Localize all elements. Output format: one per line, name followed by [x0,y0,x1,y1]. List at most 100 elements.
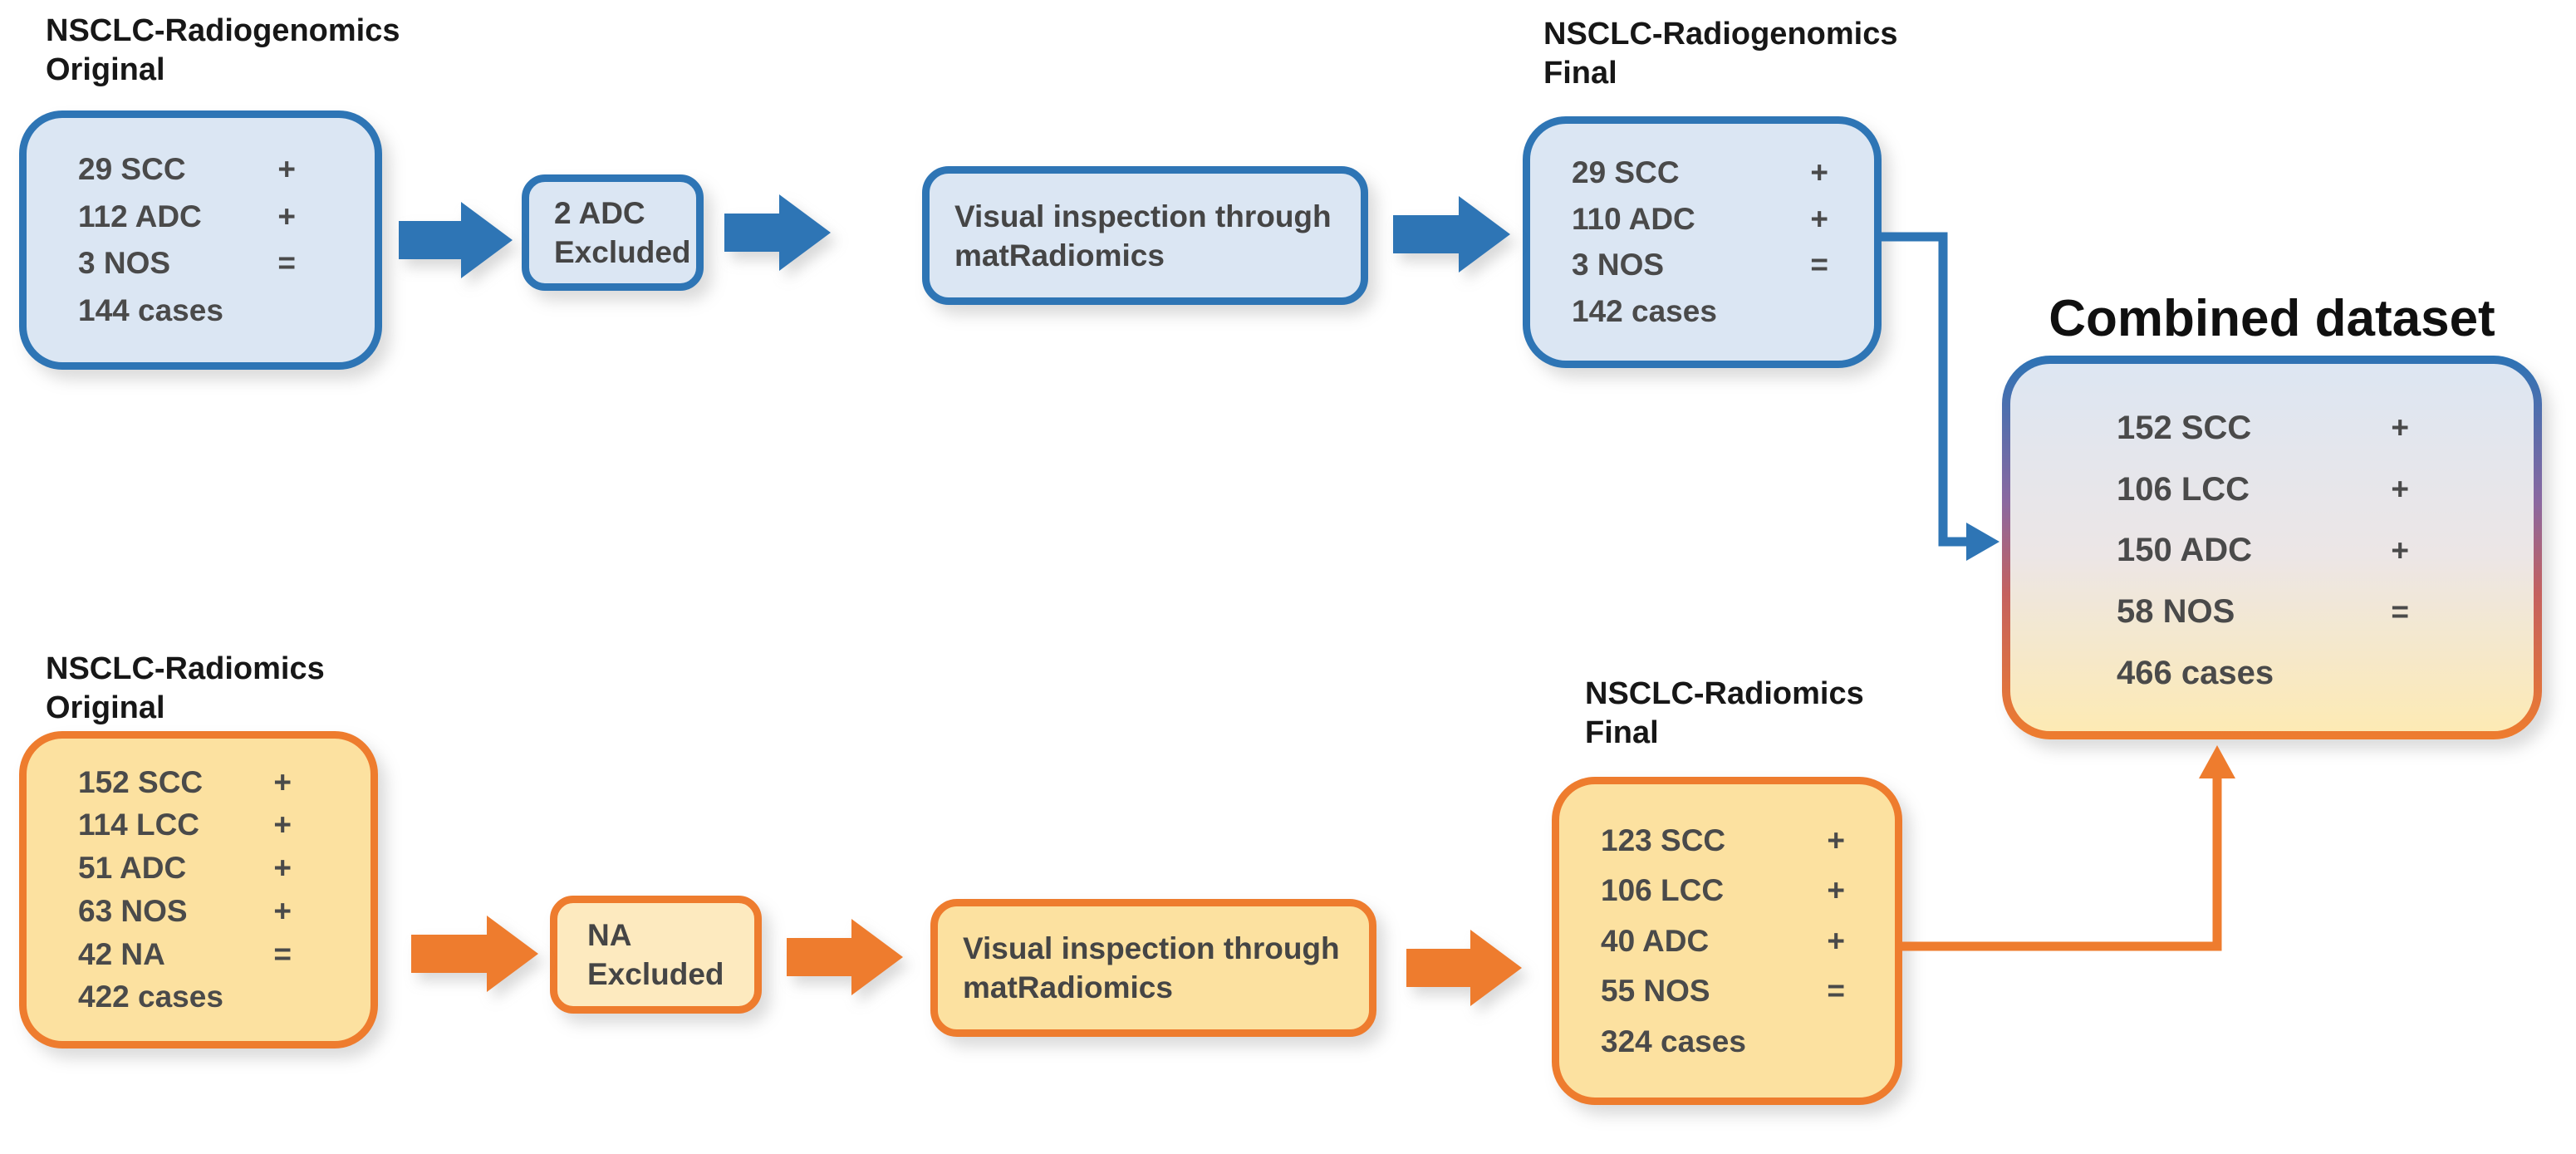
dataset-row: 466 cases [2117,655,2409,692]
row-label: 51 ADC [78,851,187,886]
row-label: 150 ADC [2117,532,2253,569]
row-label: 106 LCC [1601,873,1725,907]
label-line: Original [46,690,165,725]
row-label: 29 SCC [78,151,186,186]
row-symbol: + [273,851,292,886]
combined-dataset-title: Combined dataset [2049,290,2495,347]
dataset-row: 422 cases [78,980,292,1014]
dataset-row: 51 ADC + [78,851,292,886]
label-line: Original [46,52,165,87]
dataset-row: 29 SCC + [78,152,296,187]
box-line: matRadiomics [963,970,1173,1004]
row-label: 40 ADC [1601,923,1710,958]
dataset-row: 29 SCC + [1572,155,1828,190]
combined-dataset-box: 152 SCC + 106 LCC + 150 ADC + 58 NOS = 4… [2002,356,2542,739]
radiogenomics-original-box: 29 SCC + 112 ADC + 3 NOS = 144 cases [19,110,382,370]
row-symbol: + [2391,410,2409,445]
row-symbol: = [1827,974,1845,1008]
visual-inspection-box-top: Visual inspection through matRadiomics [922,166,1368,305]
row-label: 422 cases [78,980,223,1014]
elbow-connector-orange [1901,773,2222,951]
dataset-row: 110 ADC + [1572,202,1828,237]
row-symbol: + [273,808,292,842]
row-label: 106 LCC [2117,470,2250,508]
box-line: Excluded [554,235,691,269]
row-label: 63 NOS [78,893,188,928]
row-label: 144 cases [78,293,223,328]
row-label: 55 NOS [1601,974,1710,1008]
adc-excluded-box: 2 ADC Excluded [522,174,704,291]
label-line: NSCLC-Radiomics [1585,676,1864,711]
row-symbol: + [1810,201,1828,236]
dataset-row: 58 NOS = [2117,593,2409,631]
dataset-row: 55 NOS = [1601,974,1845,1009]
dataset-row: 63 NOS + [78,894,292,929]
dataset-row: 123 SCC + [1601,823,1845,858]
dataset-row: 106 LCC + [2117,471,2409,508]
row-symbol: = [277,246,296,281]
row-symbol: + [2391,472,2409,507]
row-label: 42 NA [78,936,165,971]
radiomics-final-label: NSCLC-Radiomics Final [1585,675,1864,753]
row-symbol: + [1810,155,1828,189]
radiogenomics-original-label: NSCLC-Radiogenomics Original [46,12,400,90]
row-symbol: = [273,936,292,971]
row-symbol: + [273,893,292,928]
row-label: 152 SCC [78,764,204,799]
row-symbol: + [1827,923,1845,958]
arrow-right-icon [411,916,538,992]
row-label: 110 ADC [1572,201,1695,236]
label-line: NSCLC-Radiogenomics [46,13,400,48]
row-label: 3 NOS [1572,248,1665,282]
row-label: 114 LCC [78,808,200,842]
label-line: Final [1585,715,1659,750]
box-line: Visual inspection through [963,931,1340,965]
box-line: 2 ADC [554,196,645,230]
dataset-row: 112 ADC + [78,199,296,234]
visual-inspection-box-bottom: Visual inspection through matRadiomics [930,899,1376,1037]
arrow-right-icon [399,202,513,278]
arrow-right-icon [787,919,903,995]
radiomics-original-label: NSCLC-Radiomics Original [46,650,325,728]
label-line: NSCLC-Radiogenomics [1543,17,1898,52]
radiogenomics-final-label: NSCLC-Radiogenomics Final [1543,15,1897,93]
row-label: 58 NOS [2117,593,2235,631]
block-arrows [399,194,1522,1006]
arrow-right-icon [1406,930,1522,1006]
row-symbol: + [277,151,296,186]
arrowhead-up-icon [2199,745,2235,778]
dataset-row: 144 cases [78,293,296,328]
row-label: 142 cases [1572,294,1717,329]
row-symbol: + [273,764,292,799]
label-line: Final [1543,56,1617,91]
box-line: Excluded [587,957,724,991]
row-label: 29 SCC [1572,155,1680,189]
dataset-row: 40 ADC + [1601,924,1845,959]
row-symbol: = [2391,594,2409,629]
row-label: 112 ADC [78,199,202,233]
dataset-row: 152 SCC + [78,765,292,800]
arrowhead-right-icon [1966,523,1999,561]
radiogenomics-final-box: 29 SCC + 110 ADC + 3 NOS = 142 cases [1523,116,1882,368]
box-line: matRadiomics [954,238,1165,273]
row-label: 324 cases [1601,1024,1746,1058]
box-line: Visual inspection through [954,199,1332,233]
dataset-row: 42 NA = [78,937,292,972]
combined-dataset-content: 152 SCC + 106 LCC + 150 ADC + 58 NOS = 4… [2010,364,2534,731]
dataset-row: 3 NOS = [1572,248,1828,282]
radiomics-final-box: 123 SCC + 106 LCC + 40 ADC + 55 NOS = 32… [1552,777,1902,1105]
dataset-row: 3 NOS = [78,246,296,281]
row-symbol: + [1827,823,1845,857]
arrow-right-icon [724,194,831,271]
row-label: 152 SCC [2117,409,2252,446]
dataset-row: 324 cases [1601,1024,1845,1059]
box-line: NA [587,918,632,952]
row-symbol: = [1810,248,1828,282]
row-label: 3 NOS [78,246,171,281]
dataset-row: 106 LCC + [1601,873,1845,908]
row-label: 466 cases [2117,655,2274,692]
label-line: NSCLC-Radiomics [46,651,325,686]
arrow-right-icon [1393,196,1510,273]
na-excluded-box: NA Excluded [550,896,762,1014]
